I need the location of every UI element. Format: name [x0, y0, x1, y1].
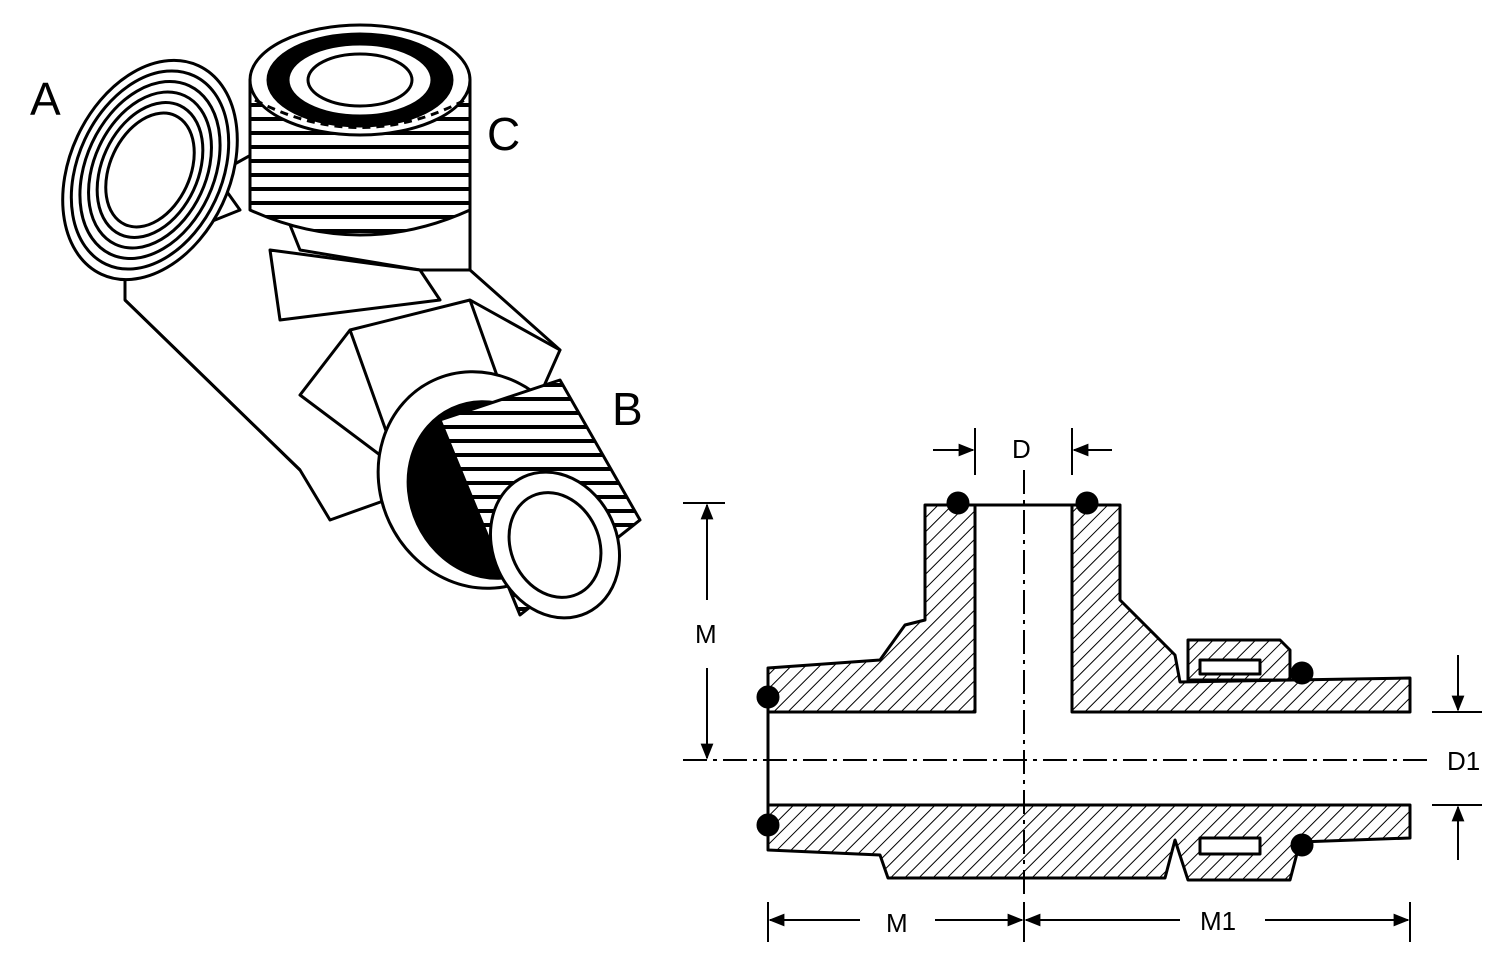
dimension-lines [683, 428, 1482, 942]
lower-wall [766, 803, 1412, 882]
port-a-threads [61, 58, 239, 282]
upper-wall [766, 503, 977, 714]
dim-d1-label: D1 [1447, 746, 1480, 776]
label-b: B [612, 383, 643, 435]
label-a: A [30, 73, 61, 125]
port-c [248, 23, 472, 237]
o-rings [756, 491, 1314, 857]
dim-m-horizontal-label: M [886, 908, 908, 938]
dim-d-label: D [1012, 434, 1031, 464]
label-c: C [487, 108, 520, 160]
dim-m1-label: M1 [1200, 906, 1236, 936]
centerlines [683, 470, 1430, 900]
section-view [756, 491, 1412, 882]
isometric-view [61, 23, 642, 620]
dim-m-vertical-label: M [695, 619, 717, 649]
port-b [298, 298, 642, 620]
